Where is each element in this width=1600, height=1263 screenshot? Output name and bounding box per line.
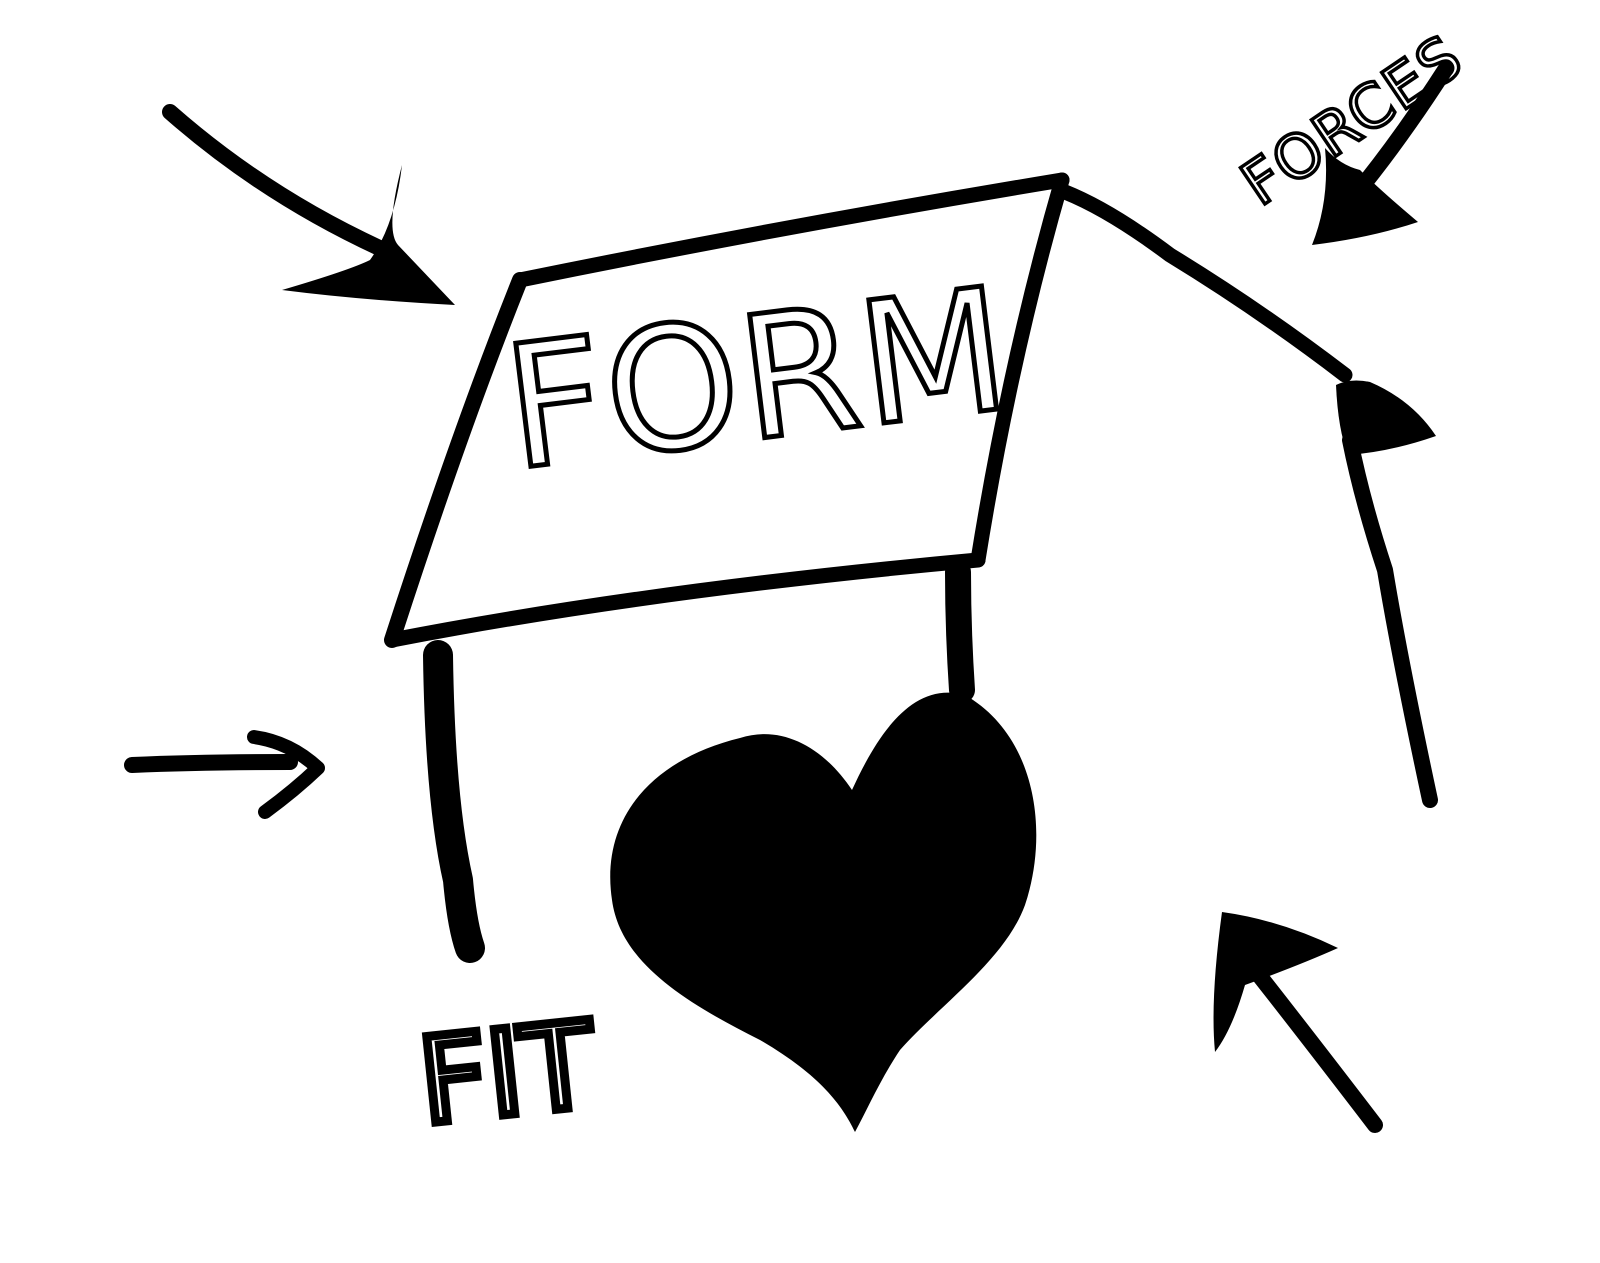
roof-slope-line	[1057, 184, 1353, 383]
arrow-icon	[124, 730, 325, 819]
fit-label: FIT	[413, 996, 602, 1152]
form-sign-board	[384, 172, 1070, 648]
arrow-icon	[1336, 380, 1438, 808]
left-post	[423, 640, 485, 963]
right-post	[945, 559, 975, 703]
arrow-icon	[1312, 62, 1453, 245]
form-label: FORM	[495, 251, 1020, 509]
arrow-icon	[1213, 912, 1383, 1133]
arrow-icon	[162, 104, 455, 305]
heart-icon	[610, 692, 1037, 1132]
